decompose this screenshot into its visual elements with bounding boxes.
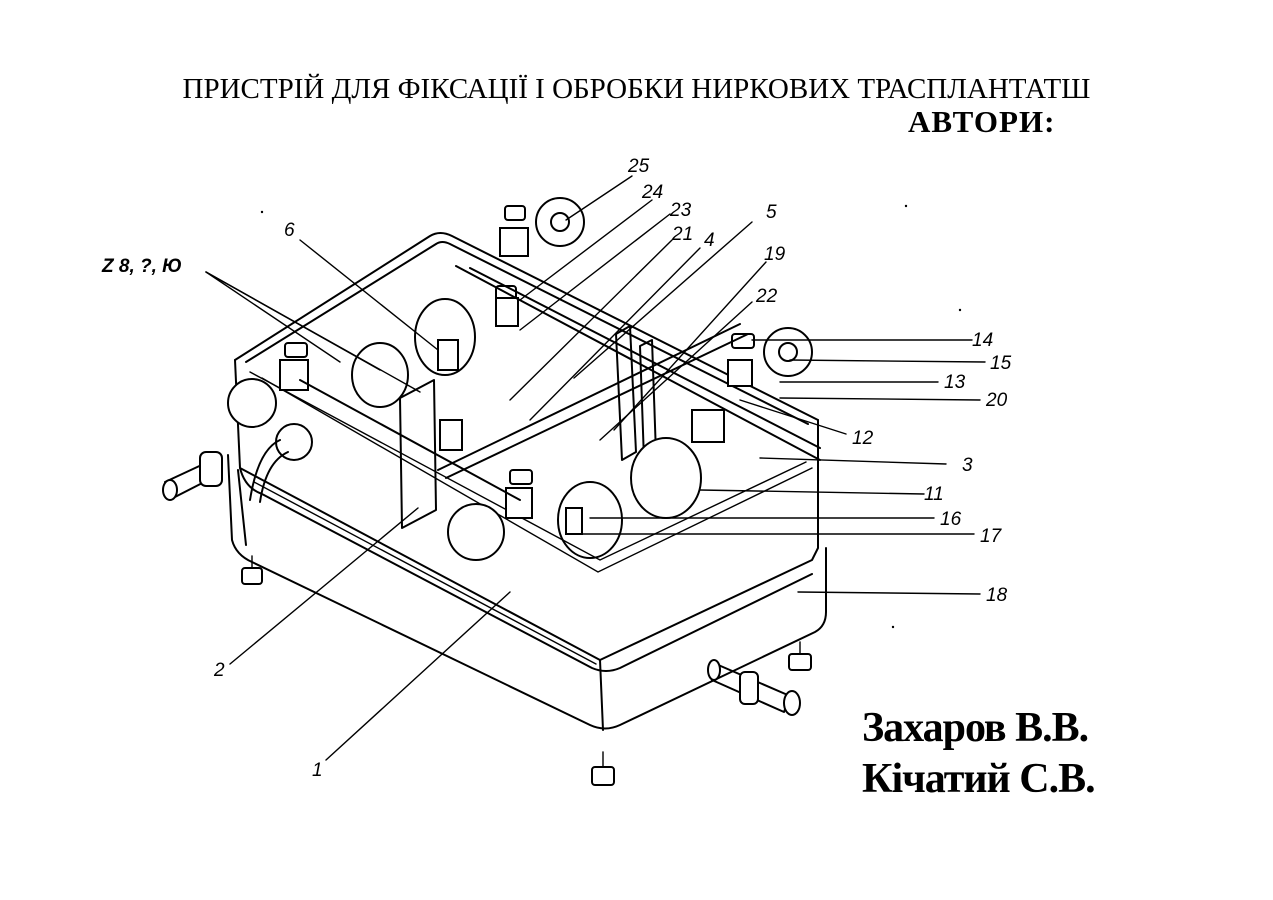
part-number: 16 <box>940 509 962 530</box>
leader-lines <box>206 176 985 760</box>
part-number: 20 <box>985 390 1008 411</box>
part-number: 13 <box>944 372 966 393</box>
part-number: 24 <box>641 182 663 203</box>
part-number: 1 <box>312 760 323 781</box>
part-number: 18 <box>986 585 1008 606</box>
inlet-pipe-left <box>163 452 222 500</box>
part-number: 14 <box>972 330 993 351</box>
part-number: 2 <box>213 660 225 681</box>
part-number: 22 <box>755 286 778 307</box>
part-number: 17 <box>980 526 1003 547</box>
part-number: 5 <box>766 202 777 223</box>
part-number: 25 <box>627 156 650 177</box>
feet <box>242 556 811 785</box>
outlet-pipe-right <box>708 660 800 715</box>
part-numbers: 25 24 23 21 4 5 19 22 6 14 15 13 20 12 3… <box>213 156 1012 781</box>
part-number: 4 <box>704 230 715 251</box>
part-number: 15 <box>990 353 1012 374</box>
part-number: 19 <box>764 244 786 265</box>
part-number: 23 <box>669 200 692 221</box>
part-number: 21 <box>671 224 693 245</box>
part-number: 12 <box>852 428 874 449</box>
part-number: 3 <box>962 455 973 476</box>
part-number: 6 <box>284 220 295 241</box>
part-number: 11 <box>924 484 944 505</box>
